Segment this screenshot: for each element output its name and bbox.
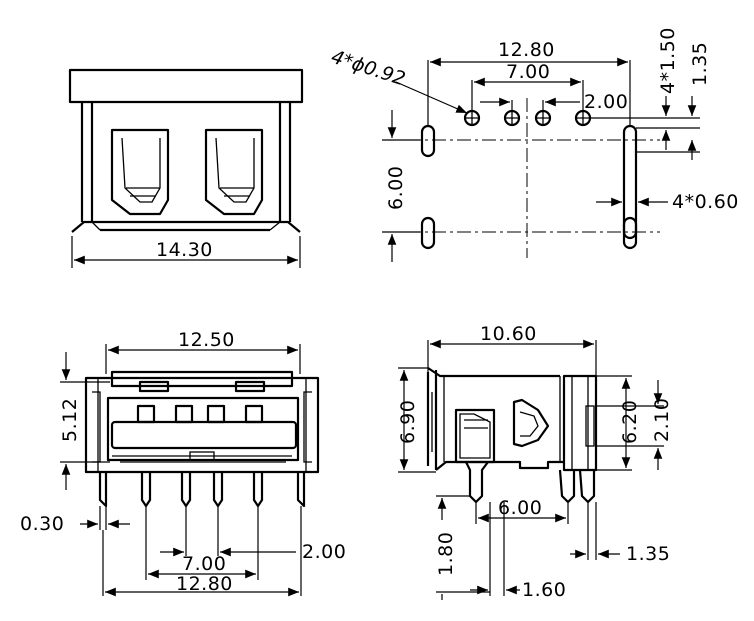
dim-front-height: 5.12 <box>59 398 81 442</box>
dim-pcb-hole: 4*ϕ0.92 <box>328 46 407 91</box>
pcb-slot <box>420 216 436 250</box>
dim-front-width: 12.50 <box>178 329 235 351</box>
dim-side-h3: 2.10 <box>651 398 673 442</box>
front-view-tongue <box>110 420 298 450</box>
dim-side-pin-off: 1.60 <box>522 579 566 601</box>
top-view-flange <box>68 68 304 104</box>
pcb-slot <box>420 124 436 158</box>
dim-side-h2: 6.20 <box>619 400 641 444</box>
dim-pcb-span: 12.80 <box>498 39 555 61</box>
dim-side-tail: 1.35 <box>626 543 670 565</box>
dim-pcb-row: 6.00 <box>385 166 407 210</box>
dim-pcb-pitch: 2.00 <box>584 91 628 113</box>
dim-pcb-y1: 4*1.50 <box>657 27 679 94</box>
front-view-pins <box>98 472 306 508</box>
side-view: 10.60 6.90 6.20 2.10 6.00 1.80 1.60 1.35 <box>397 323 673 601</box>
pcb-layout: 12.80 7.00 2.00 4*ϕ0.92 4*1.50 1.35 6.00… <box>328 27 738 262</box>
dim-side-pin-row: 6.00 <box>498 497 542 519</box>
dim-pcb-signal: 7.00 <box>506 61 550 83</box>
front-view-socket <box>106 396 300 462</box>
pcb-slot <box>622 216 638 250</box>
front-view: 12.50 5.12 0.30 7.00 2.00 12.80 <box>20 329 346 597</box>
dim-front-signal: 7.00 <box>182 553 226 575</box>
dim-pcb-y2: 1.35 <box>689 42 711 86</box>
top-view-contact-right <box>204 128 264 216</box>
dim-front-pitch: 2.00 <box>302 541 346 563</box>
dim-pcb-slot: 4*0.60 <box>672 191 739 213</box>
front-view-contacts <box>136 404 264 424</box>
dim-top-width: 14.30 <box>156 239 213 261</box>
dim-front-pin: 0.30 <box>20 513 64 535</box>
top-view: 14.30 <box>68 68 304 268</box>
dim-side-length: 10.60 <box>480 323 537 345</box>
top-view-contact-left <box>110 128 170 216</box>
dim-side-height: 6.90 <box>397 400 419 444</box>
dim-front-span: 12.80 <box>176 573 233 595</box>
dim-side-pin-len: 1.80 <box>435 532 457 576</box>
